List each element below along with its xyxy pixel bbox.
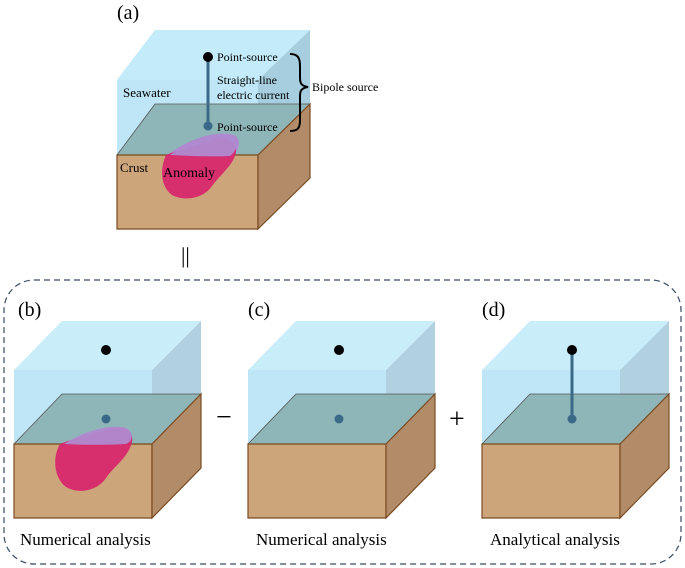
panel-b-anomaly-top (64, 426, 132, 445)
plus-operator: + (449, 404, 465, 435)
panel-b-source-top-dot (101, 345, 111, 355)
panel-c-label: (c) (248, 299, 270, 321)
current-label-line1: Straight-line (217, 73, 277, 87)
panel-b-caption: Numerical analysis (20, 530, 151, 549)
minus-operator: − (216, 402, 232, 433)
point-source-bottom-label: Point-source (217, 120, 278, 134)
panel-c-crust-front (247, 443, 387, 519)
bipole-brace (289, 53, 309, 132)
seawater-label: Seawater (123, 85, 171, 100)
panel-d-crust-front (481, 443, 621, 519)
panel-d: (d) Analytical analysis (481, 299, 670, 549)
point-source-bottom-dot (203, 121, 213, 131)
panel-d-label: (d) (482, 299, 505, 321)
panel-b-label: (b) (18, 299, 41, 321)
crust-label: Crust (120, 160, 149, 175)
equals-sign: || (181, 243, 190, 268)
anomaly-label: Anomaly (163, 166, 215, 181)
point-source-top-dot (203, 52, 213, 62)
panel-c-caption: Numerical analysis (256, 530, 387, 549)
panel-b-crust-side (151, 392, 202, 520)
anomaly-top-overlay (170, 134, 237, 157)
point-source-top-label: Point-source (217, 50, 278, 64)
panel-b-source-bottom-dot (101, 414, 111, 424)
panel-c-source-top-dot (334, 345, 344, 355)
bipole-source-label: Bipole source (312, 80, 378, 94)
panel-c-source-bottom-dot (334, 414, 344, 424)
seawater-top (117, 30, 310, 80)
crust-side-face (257, 102, 311, 231)
panel-d-seawater-top (482, 321, 669, 370)
panel-a-label: (a) (117, 2, 139, 24)
panel-c: (c) Numerical analysis (247, 299, 436, 549)
panel-d-source-bottom-dot (567, 414, 577, 424)
current-label-line2: electric current (217, 88, 290, 102)
panel-a: (a) Seawater Crust Anomaly Point-source … (116, 2, 378, 231)
panel-c-seawater-top (248, 321, 435, 370)
lower-panels-frame (3, 279, 682, 565)
panel-d-crust-side (619, 392, 670, 520)
panel-d-source-top-dot (567, 345, 577, 355)
panel-d-caption: Analytical analysis (490, 530, 620, 549)
panel-b: (b) Numerical analysis (13, 299, 202, 549)
panel-c-crust-side (385, 392, 436, 520)
